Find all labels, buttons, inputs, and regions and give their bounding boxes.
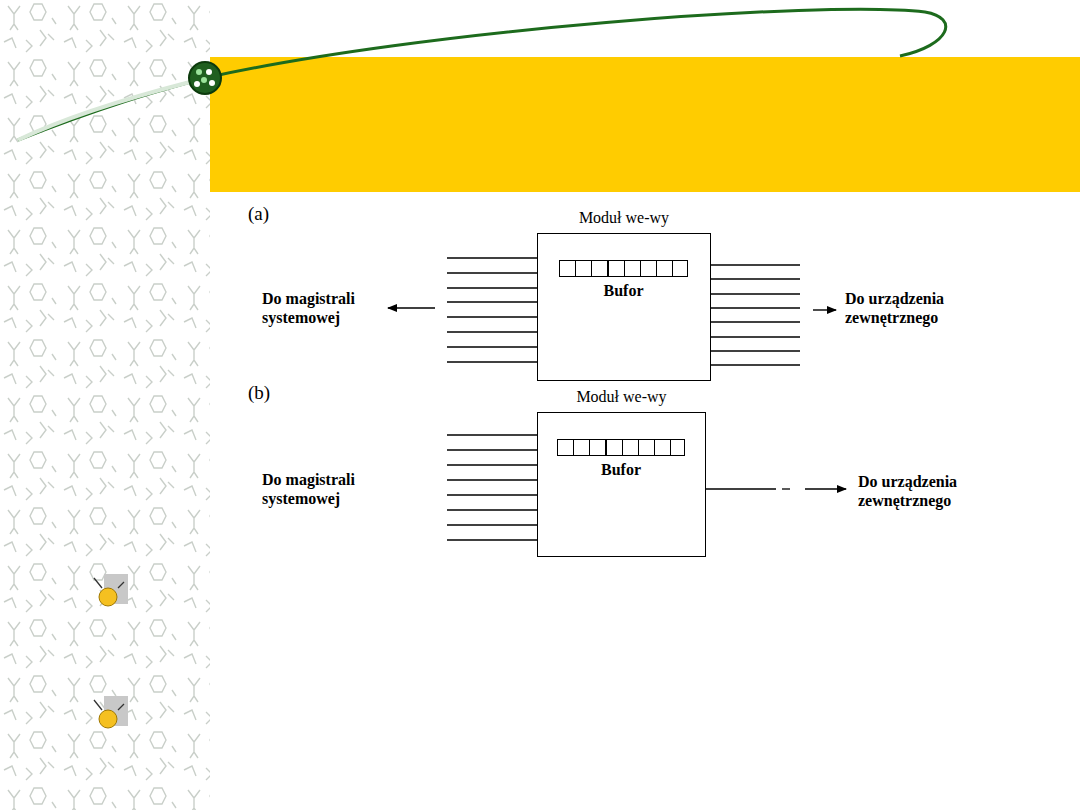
wire [447,287,537,288]
device-wires [711,265,800,365]
wire [711,264,800,265]
wire [447,524,537,525]
wire [711,307,800,308]
wire [447,361,537,362]
wire [447,316,537,317]
serial-wire [706,488,776,489]
bus-wires [447,435,537,540]
wire [447,449,537,450]
orbit-tail [18,82,190,140]
wire [447,331,537,332]
wire [447,346,537,347]
buffer-cells [559,260,688,277]
module-title: Moduł we-wy [579,209,669,227]
title-band [210,57,1080,192]
io-module-box: Moduł we-wyBufor [537,233,711,381]
wire [711,336,800,337]
buffer-register: Bufor [559,260,688,304]
buffer-register: Bufor [557,439,685,483]
wire [447,539,537,540]
wire [711,364,800,365]
bullet-icon [94,696,128,728]
device-label: Do urządzenia zewnętrznego [858,472,1008,510]
bus-label: Do magistrali systemowej [262,470,387,508]
wire [447,272,537,273]
wire [711,293,800,294]
buffer-label: Bufor [601,461,641,479]
bus-wires [447,258,537,362]
buffer-cells [557,439,685,456]
bullet-icon [94,574,128,606]
direction-arrow [813,309,836,310]
buffer-label: Bufor [604,282,644,300]
decor-strip [0,0,210,810]
wire [447,509,537,510]
wire [447,301,537,302]
wire [447,464,537,465]
wire [711,321,800,322]
serial-wire [782,488,790,489]
direction-arrow [388,307,435,308]
wire [711,350,800,351]
module-title: Moduł we-wy [576,388,666,406]
figure-tag: (a) [248,204,308,223]
orbit-curve [18,9,946,140]
device-label: Do urządzenia zewnętrznego [845,289,995,327]
io-module-box: Moduł we-wyBufor [537,412,706,557]
wire [447,479,537,480]
wire [447,434,537,435]
figure-tag: (b) [248,383,308,402]
wire [711,278,800,279]
orbit-ball [189,62,221,94]
wire [447,494,537,495]
wire [447,257,537,258]
bus-label: Do magistrali systemowej [262,289,387,327]
direction-arrow [805,488,846,489]
